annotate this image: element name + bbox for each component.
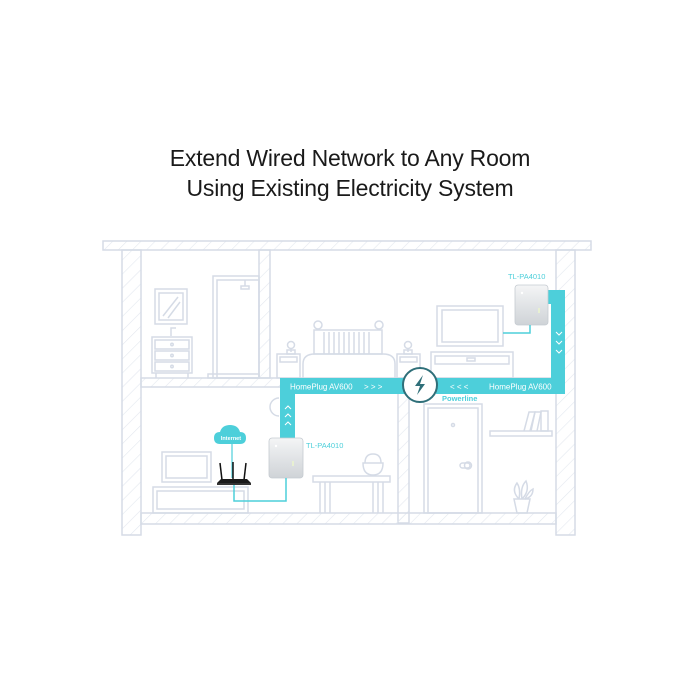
wall-shelf [489, 410, 553, 437]
powerline-bolt-icon [402, 367, 438, 403]
down-arrows [555, 331, 563, 354]
potted-plant [513, 479, 534, 514]
shower [207, 275, 260, 379]
lower-partition-wall [397, 386, 410, 524]
title-line-1: Extend Wired Network to Any Room [169, 145, 531, 171]
downstairs-adapter-label: TL-PA4010 [306, 441, 343, 450]
internet-cloud-icon [214, 425, 246, 478]
upstairs-powerline-adapter [514, 284, 549, 326]
powerline-label: Powerline [442, 394, 477, 403]
tv-console [152, 486, 249, 514]
fruit-bowl [362, 453, 384, 476]
downstairs-powerline-adapter [268, 437, 304, 479]
upstairs-adapter-label: TL-PA4010 [508, 272, 545, 281]
page-title: Extend Wired Network to Any Room Using E… [0, 143, 700, 203]
ground-floor [140, 512, 557, 525]
link-arrows-left: > > > [364, 383, 383, 392]
downstairs-ethernet-cable [233, 478, 287, 502]
bathroom-mirror [154, 288, 188, 325]
upper-partition-wall [258, 249, 271, 379]
living-tv [161, 451, 212, 483]
roof [102, 240, 592, 251]
side-table [312, 475, 391, 513]
link-label-right: HomePlug AV600 [489, 383, 552, 392]
upstairs-ethernet-cable [503, 325, 531, 334]
internet-label: Internet [221, 436, 241, 442]
router-icon [217, 462, 251, 485]
bedroom-tv [436, 305, 504, 347]
door [423, 403, 483, 514]
link-label-left: HomePlug AV600 [290, 383, 353, 392]
powerline-path [280, 290, 565, 440]
left-outer-wall [121, 249, 142, 536]
lamp-wall-fixture [269, 397, 280, 417]
title-line-2: Using Existing Electricity System [186, 175, 514, 201]
link-arrows-right: < < < [450, 383, 469, 392]
bathroom-vanity [151, 336, 193, 378]
bathroom-faucet [170, 327, 176, 336]
up-arrows [284, 405, 292, 426]
tv-cabinet [430, 351, 514, 379]
bed [302, 320, 396, 378]
nightstand-left [276, 340, 301, 379]
